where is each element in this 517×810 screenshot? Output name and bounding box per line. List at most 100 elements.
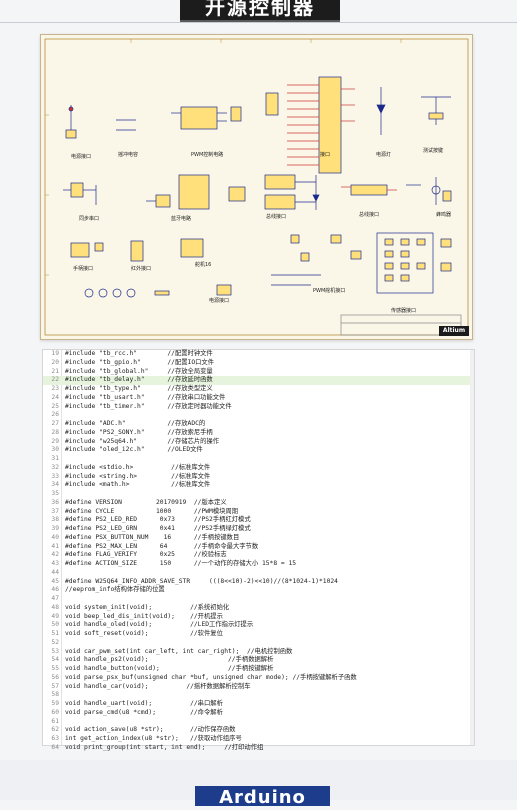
code-text: //eeprom_info结构体存储的位置: [65, 586, 165, 594]
line-number: 26: [51, 411, 59, 419]
schematic-drawing: [44, 38, 469, 336]
code-line[interactable]: 38#define PS2_LED_RED 0x73 //PS2手柄红灯模式: [43, 516, 474, 525]
line-number: 24: [51, 393, 59, 401]
code-line[interactable]: 42#define FLAG_VERIFY 0x25 //校验标志: [43, 551, 474, 560]
code-line[interactable]: 37#define CYCLE 1000 //PWM模块周期: [43, 508, 474, 517]
code-text: #include <stdio.h> //标准库文件: [65, 463, 211, 471]
code-line[interactable]: 41#define PS2_MAX_LEN 64 //手柄命令最大字节数: [43, 543, 474, 552]
line-number: 62: [51, 726, 59, 734]
line-number: 48: [51, 603, 59, 611]
line-number: 55: [51, 665, 59, 672]
code-line[interactable]: 52: [43, 639, 474, 648]
label-power-light: 电源灯: [376, 152, 392, 158]
code-text: #define PS2_LED_GRN 0x41 //PS2手柄绿灯模式: [65, 525, 251, 532]
line-number: 32: [51, 463, 59, 471]
code-text: #include "tb_type.h" //存放类型定义: [65, 385, 213, 392]
line-number: 37: [51, 507, 59, 515]
code-text: #include "tb_delay.h" //存放延时函数: [65, 376, 213, 384]
code-text: void parse_psx_buf(unsigned char *buf, u…: [65, 673, 357, 681]
line-number: 51: [51, 630, 59, 637]
code-line[interactable]: 32 #include <stdio.h> //标准库文件: [43, 464, 474, 473]
code-line[interactable]: 20#include "tb_gpio.h" //配置IO口文件: [43, 359, 474, 368]
code-line[interactable]: 35: [43, 490, 474, 499]
code-text: void handle_oled(void); //LED工作指示灯提示: [65, 621, 254, 629]
label-handle-interface: 手柄接口: [73, 266, 94, 272]
line-number: 60: [51, 708, 59, 716]
line-number: 41: [51, 542, 59, 550]
code-line[interactable]: 60 void parse_cmd(u8 *cmd); //命令解析: [43, 709, 474, 718]
code-line[interactable]: 30#include "oled_i2c.h" //OLED文件: [43, 446, 474, 455]
code-line[interactable]: 34#include <math.h> //标准库文件: [43, 481, 474, 490]
code-text: void action_save(u8 *str); //动作保存函数: [65, 726, 236, 734]
code-text: #define W25Q64_INFO_ADDR_SAVE_STR (((8<<…: [65, 577, 338, 585]
code-line[interactable]: 55 void handle_button(void); //手柄按键解析: [43, 665, 474, 674]
code-line[interactable]: 53 void car_pwm_set(int car_left, int car…: [43, 648, 474, 657]
code-line[interactable]: 40#define PSX_BUTTON_NUM 16 //手柄按键数目: [43, 534, 474, 543]
line-number: 42: [51, 551, 59, 559]
code-line[interactable]: 28#include "PS2_SONY.h" //存放索尼手柄: [43, 429, 474, 438]
code-line[interactable]: 25#include "tb_timer.h" //存放定时器功能文件: [43, 403, 474, 412]
code-line[interactable]: 21#include "tb_global.h" //存放全局变量: [43, 368, 474, 377]
code-line[interactable]: 58: [43, 691, 474, 700]
code-line[interactable]: 33 #include <string.h> //标准库文件: [43, 473, 474, 482]
label-bluetooth-power: 蓝牙电路: [171, 216, 192, 222]
footer-banner-title: Arduino: [195, 786, 330, 808]
line-number: 59: [51, 700, 59, 707]
code-line[interactable]: 43#define ACTION_SIZE 150 //一个动作的存储大小 15…: [43, 560, 474, 569]
line-number: 64: [51, 743, 59, 751]
code-line[interactable]: 22#include "tb_delay.h" //存放延时函数: [43, 376, 474, 385]
line-number: 45: [51, 577, 59, 585]
code-text: #include "tb_rcc.h" //配置时钟文件: [65, 350, 213, 357]
line-number: 30: [51, 446, 59, 454]
label-interface: 接口: [320, 152, 331, 158]
line-number: 44: [51, 568, 59, 576]
code-line[interactable]: 29#include "w25q64.h" //存储芯片的操作: [43, 438, 474, 447]
label-sensor-port: 传感器接口: [391, 308, 417, 314]
code-line[interactable]: 47: [43, 595, 474, 604]
line-number: 40: [51, 533, 59, 541]
line-number: 38: [51, 516, 59, 524]
code-text: #include "ADC.h" //存放ADC的: [65, 420, 206, 427]
code-text: void handle_button(void); //手柄按键解析: [65, 665, 274, 672]
code-line[interactable]: 56 void parse_psx_buf(unsigned char *buf,…: [43, 674, 474, 683]
line-number: 56: [51, 673, 59, 681]
code-text: #include "w25q64.h" //存储芯片的操作: [65, 437, 220, 445]
code-line[interactable]: 45 #define W25Q64_INFO_ADDR_SAVE_STR (((8…: [43, 578, 474, 587]
code-line[interactable]: 23#include "tb_type.h" //存放类型定义: [43, 385, 474, 394]
code-line[interactable]: 62 void action_save(u8 *str); //动作保存函数: [43, 726, 474, 735]
schematic-image: 电源接口 摇冲电容 PWM控制电路 接口 电源灯 测试按键 同步串口 蓝牙电路 …: [40, 34, 473, 340]
divider: [0, 22, 517, 23]
code-text: void handle_car(void); //摇杆数据解析控制车: [65, 682, 251, 690]
scrollbar[interactable]: [470, 350, 474, 745]
code-text: #define VERSION 20170919 //版本定义: [65, 498, 227, 506]
code-text: #include "tb_global.h" //存放全局变量: [65, 367, 213, 375]
code-line[interactable]: 24#include "tb_usart.h" //存放串口功能文件: [43, 394, 474, 403]
line-number: 63: [51, 735, 59, 742]
code-line[interactable]: 46//eeprom_info结构体存储的位置: [43, 586, 474, 595]
code-line[interactable]: 61: [43, 718, 474, 727]
code-text: void car_pwm_set(int car_left, int car_r…: [65, 647, 293, 655]
line-number: 33: [51, 472, 59, 480]
label-debug-power: 摇冲电容: [118, 152, 139, 158]
code-line[interactable]: 27#include "ADC.h" //存放ADC的: [43, 420, 474, 429]
code-text: void parse_cmd(u8 *cmd); //命令解析: [65, 708, 223, 716]
line-number: 53: [51, 647, 59, 655]
label-sync-serial: 同步串口: [79, 216, 100, 222]
code-line[interactable]: 44: [43, 569, 474, 578]
code-line[interactable]: 26: [43, 411, 474, 420]
code-line[interactable]: 31: [43, 455, 474, 464]
code-text: #include <string.h> //标准库文件: [65, 472, 211, 480]
code-line[interactable]: 19#include "tb_rcc.h" //配置时钟文件: [43, 350, 474, 359]
code-line[interactable]: 39#define PS2_LED_GRN 0x41 //PS2手柄绿灯模式: [43, 525, 474, 534]
code-line[interactable]: 36#define VERSION 20170919 //版本定义: [43, 499, 474, 508]
